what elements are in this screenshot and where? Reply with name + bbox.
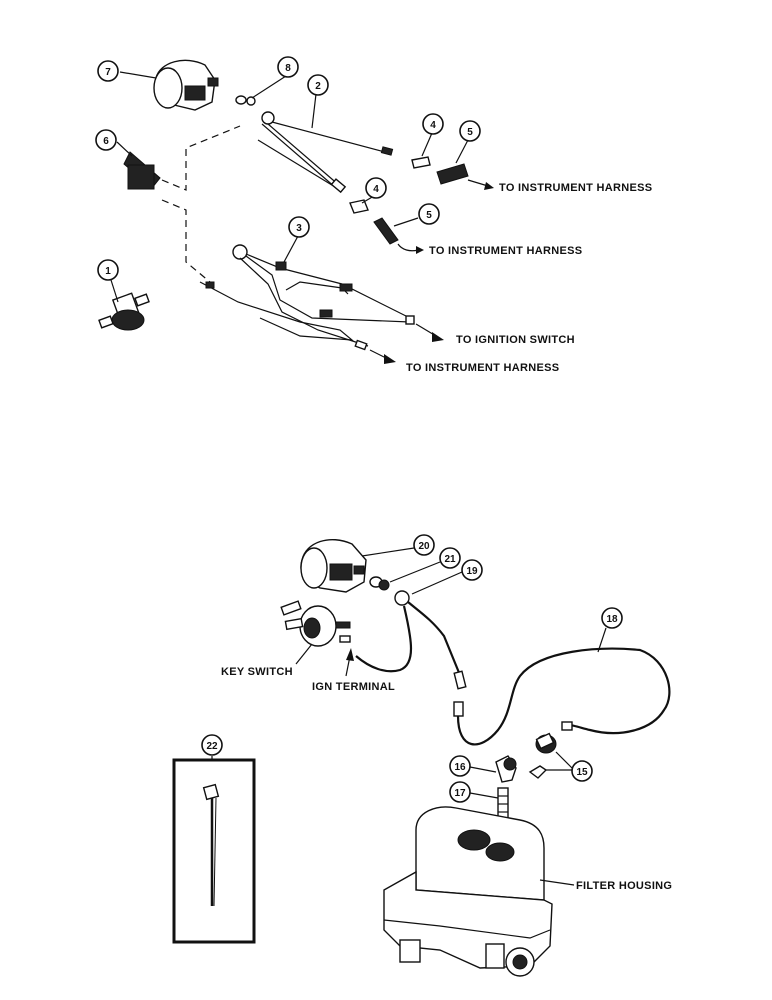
clip-part-6: [123, 151, 161, 190]
svg-text:22: 22: [206, 741, 218, 752]
callout-17: 17: [449, 781, 471, 803]
label-to-ignition-switch: TO IGNITION SWITCH: [456, 334, 575, 346]
gauge-part-20: [300, 539, 367, 593]
svg-text:4: 4: [373, 184, 379, 195]
elbow-part-16: [495, 755, 517, 783]
svg-text:16: 16: [454, 762, 466, 773]
arrow-to-instrument-harness-3: [369, 349, 396, 364]
svg-text:21: 21: [444, 554, 456, 565]
callout-22: 22: [201, 734, 223, 756]
nut-part-8: [235, 95, 256, 106]
label-to-instrument-harness-2: TO INSTRUMENT HARNESS: [429, 245, 582, 257]
nut-part-21: [369, 576, 390, 591]
gauge-part-7: [153, 59, 219, 111]
callout-3: 3: [288, 216, 310, 238]
arrow-to-ignition-switch: [415, 323, 444, 342]
wire-part-18: [453, 647, 671, 746]
switch-part-15: [528, 732, 557, 779]
sleeve-part-5-lower: [373, 217, 399, 245]
sender-part-1: [98, 292, 150, 331]
callout-5-upper: 5: [459, 120, 481, 142]
callout-5-lower: 5: [418, 203, 440, 225]
label-filter-housing: FILTER HOUSING: [576, 880, 672, 892]
callout-19: 19: [461, 559, 483, 581]
filter-housing: [383, 806, 553, 977]
svg-text:20: 20: [418, 541, 430, 552]
callout-8: 8: [277, 56, 299, 78]
svg-text:7: 7: [105, 67, 111, 78]
label-ign-terminal: IGN TERMINAL: [312, 681, 395, 693]
svg-text:15: 15: [576, 767, 588, 778]
callout-7: 7: [97, 60, 119, 82]
svg-text:17: 17: [454, 788, 466, 799]
label-key-switch: KEY SWITCH: [221, 666, 293, 678]
svg-text:5: 5: [426, 210, 432, 221]
cable-tie-box: [172, 758, 256, 944]
sleeve-part-5-upper: [436, 163, 469, 185]
svg-text:8: 8: [285, 63, 291, 74]
callout-20: 20: [413, 534, 435, 556]
svg-text:19: 19: [466, 566, 478, 577]
svg-text:5: 5: [467, 127, 473, 138]
callout-4-upper: 4: [422, 113, 444, 135]
callout-6: 6: [95, 129, 117, 151]
callout-1: 1: [97, 259, 119, 281]
svg-text:18: 18: [606, 614, 618, 625]
callout-2: 2: [307, 74, 329, 96]
svg-text:2: 2: [315, 81, 321, 92]
arrow-ign-terminal: [345, 648, 354, 677]
label-to-instrument-harness-3: TO INSTRUMENT HARNESS: [406, 362, 559, 374]
svg-text:1: 1: [105, 266, 111, 277]
arrow-to-instrument-harness-2: [397, 243, 424, 254]
connector-part-4-lower: [349, 199, 369, 214]
arrow-to-instrument-harness-1: [467, 179, 494, 190]
cable-tie-part-22: [202, 783, 220, 907]
svg-text:6: 6: [103, 136, 109, 147]
callout-15: 15: [571, 760, 593, 782]
svg-text:3: 3: [296, 223, 302, 234]
key-switch: [280, 600, 351, 647]
harness-part-3: [199, 244, 415, 351]
nipple-part-17: [497, 787, 509, 819]
callout-18: 18: [601, 607, 623, 629]
wire-part-19: [355, 590, 467, 690]
callout-4-lower: 4: [365, 177, 387, 199]
label-to-instrument-harness-1: TO INSTRUMENT HARNESS: [499, 182, 652, 194]
callout-21: 21: [439, 547, 461, 569]
connector-part-4-upper: [411, 156, 431, 169]
callout-16: 16: [449, 755, 471, 777]
harness-part-2: [257, 111, 394, 194]
svg-text:4: 4: [430, 120, 436, 131]
